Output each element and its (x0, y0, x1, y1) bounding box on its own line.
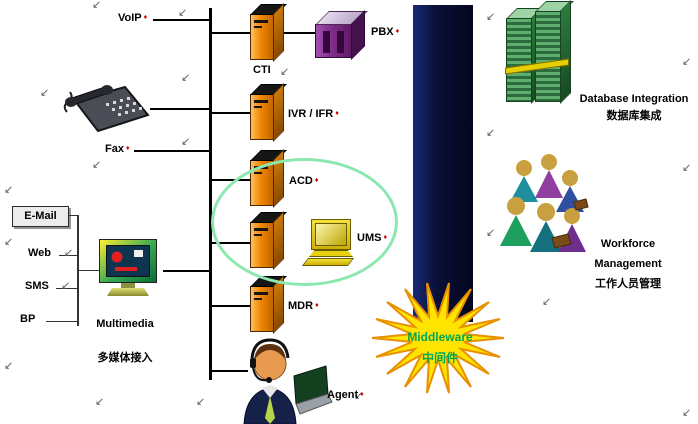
connector-line (212, 32, 252, 34)
database-label-block: Database Integration 数据库集成 (570, 91, 698, 125)
ivr-label-text: IVR / IFR (288, 108, 334, 120)
cursor-arrow-icon: ↙ (682, 56, 692, 68)
red-diamond-icon: ♦ (360, 391, 364, 398)
bp-label: BP (20, 313, 35, 325)
connector-line (153, 19, 209, 21)
database-label: Database Integration (579, 93, 689, 105)
agent-label: Agent♦ (327, 389, 364, 401)
red-diamond-icon: ♦ (335, 110, 339, 117)
channel-bracket-line (77, 215, 79, 326)
cursor-arrow-icon: ↙ (4, 184, 14, 196)
pbx-label-text: PBX (371, 26, 394, 38)
cursor-arrow-icon: ↙ (181, 72, 191, 84)
channel-bracket-line (69, 215, 77, 216)
sms-label-text: SMS (25, 280, 49, 292)
cursor-arrow-icon: ↙ (64, 247, 74, 259)
cursor-arrow-icon: ↙ (682, 162, 692, 174)
ivr-label: IVR / IFR♦ (288, 108, 339, 120)
pbx-label: PBX♦ (371, 26, 399, 38)
cursor-arrow-icon: ↙ (92, 0, 102, 11)
connector-line (163, 270, 209, 272)
database-rack-icon (506, 18, 532, 102)
cursor-arrow-icon: ↙ (4, 236, 14, 248)
sms-label: SMS (25, 280, 49, 292)
workforce-people-icon (500, 154, 589, 252)
cursor-arrow-icon: ↙ (40, 87, 50, 99)
web-label: Web (28, 247, 51, 259)
fax-label-text: Fax (105, 143, 124, 155)
connector-line (134, 150, 209, 152)
telephone-icon (63, 85, 150, 133)
database-label-cn: 数据库集成 (606, 110, 662, 122)
cursor-arrow-icon: ↙ (486, 127, 496, 139)
red-diamond-icon: ♦ (315, 302, 319, 309)
pbx-switch-icon (315, 24, 352, 58)
cursor-arrow-icon: ↙ (486, 11, 496, 23)
email-box: E-Mail (12, 206, 69, 227)
email-label-text: E-Mail (24, 210, 57, 222)
fax-label: Fax♦ (105, 143, 130, 155)
cursor-arrow-icon: ↙ (542, 296, 552, 308)
voip-label-text: VoIP (118, 12, 142, 24)
workforce-label-line1: Workforce (600, 238, 656, 250)
cursor-arrow-icon: ↙ (4, 360, 14, 372)
connector-line (212, 112, 252, 114)
connector-line (283, 32, 315, 34)
multimedia-crt (99, 239, 157, 283)
channel-bracket-line (46, 321, 77, 322)
cti-server-tower (250, 14, 274, 60)
channel-bracket-line (59, 255, 77, 256)
cti-label: CTI (253, 64, 271, 76)
workforce-label-block: Workforce Management 工作人员管理 (576, 234, 680, 294)
cursor-arrow-icon: ↙ (61, 280, 71, 292)
mdr-label: MDR♦ (288, 300, 319, 312)
backbone-bus-line (209, 8, 212, 380)
bp-label-text: BP (20, 313, 36, 325)
web-label-text: Web (28, 247, 52, 259)
channel-bracket-line (79, 270, 99, 271)
cursor-arrow-icon: ↙ (181, 136, 191, 148)
middleware-bar (413, 5, 473, 322)
middleware-starburst-icon (371, 282, 505, 394)
cursor-arrow-icon: ↙ (280, 66, 290, 78)
channel-bracket-line (56, 288, 77, 289)
workforce-label-line2: Management (594, 258, 662, 270)
red-diamond-icon: ♦ (395, 28, 400, 35)
multimedia-label-cn: 多媒体接入 (97, 352, 153, 364)
connector-line (212, 370, 248, 372)
cursor-arrow-icon: ↙ (95, 396, 105, 408)
voip-label: VoIP♦ (118, 12, 147, 24)
mdr-server-tower (250, 286, 274, 332)
agent-person-icon (243, 338, 333, 424)
cursor-arrow-icon: ↙ (682, 407, 692, 419)
connector-line (212, 305, 252, 307)
multimedia-screen (106, 245, 150, 277)
cursor-arrow-icon: ↙ (354, 390, 364, 402)
red-diamond-icon: ♦ (143, 14, 148, 21)
cursor-arrow-icon: ↙ (486, 227, 496, 239)
multimedia-monitor-neck (121, 283, 135, 288)
cursor-arrow-icon: ↙ (178, 7, 188, 19)
cursor-arrow-icon: ↙ (92, 159, 102, 171)
workforce-label-cn: 工作人员管理 (595, 278, 661, 290)
cursor-arrow-icon: ↙ (196, 396, 206, 408)
middleware-label-cn: 中间件 (421, 351, 458, 365)
agent-label-text: Agent (327, 389, 359, 401)
cti-label-text: CTI (253, 64, 271, 76)
multimedia-label: Multimedia (96, 318, 154, 330)
mdr-label-text: MDR (288, 300, 314, 312)
multimedia-monitor-base (107, 288, 149, 296)
connector-line (150, 108, 209, 110)
acd-ums-highlight-ellipse (211, 158, 398, 286)
ivr-server-tower (250, 94, 274, 140)
red-diamond-icon: ♦ (125, 145, 130, 152)
middleware-label: Middleware (407, 330, 473, 344)
database-rack-icon (535, 11, 561, 102)
multimedia-monitor-icon (99, 239, 157, 296)
